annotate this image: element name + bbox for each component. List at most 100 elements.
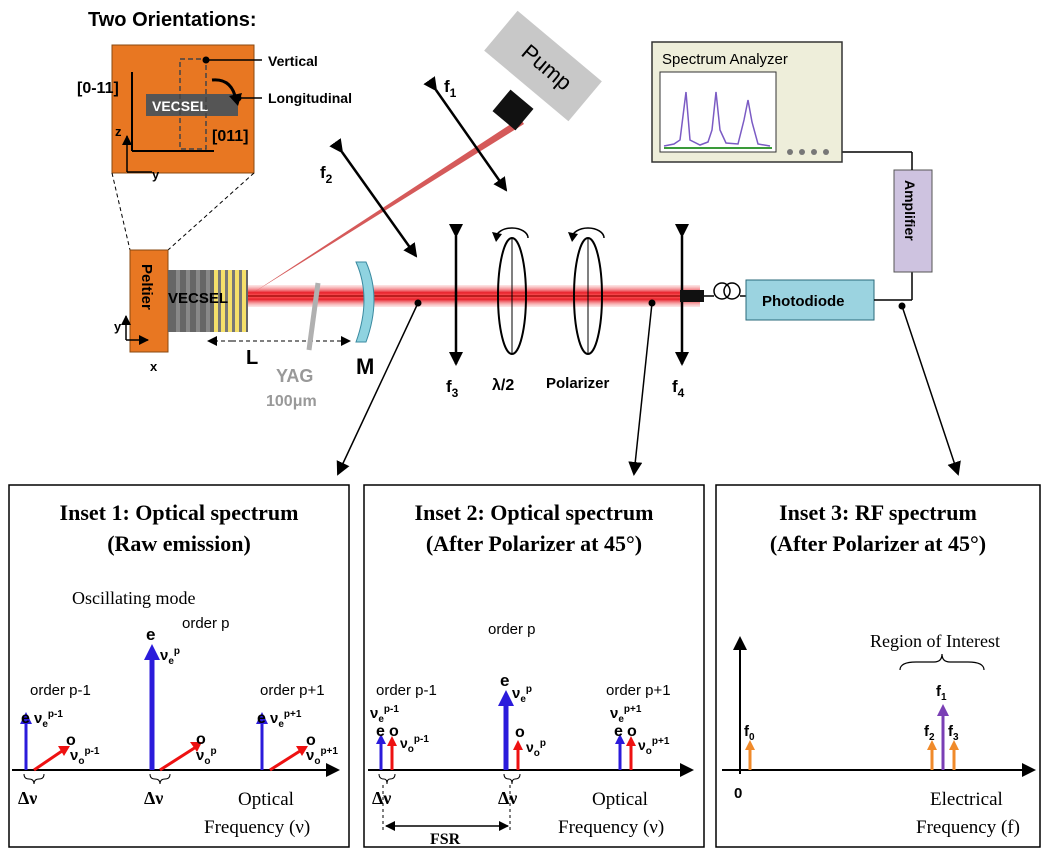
inset2-nu-e-p: νep xyxy=(512,684,532,705)
amplifier-label: Amplifier xyxy=(902,180,918,241)
half-wave-label: λ/2 xyxy=(492,377,514,394)
inset2-nu-e-pp1: νep+1 xyxy=(610,704,642,725)
vecsel-chip-vertical-dashed xyxy=(179,58,207,150)
inset2-nu-o-pm1: νop-1 xyxy=(400,734,429,755)
peltier-label: Peltier xyxy=(138,264,155,310)
mirror-label: M xyxy=(356,354,374,379)
inset1-e-pp1: e xyxy=(257,710,266,727)
inset1-nu-o-p: νop xyxy=(196,746,217,767)
fiber-coil xyxy=(713,282,731,300)
inset1-xlabel-2: Frequency (ν) xyxy=(204,817,310,838)
inset1-order-pm1: order p-1 xyxy=(30,682,91,699)
inset1-nu-e-p: νep xyxy=(160,646,180,667)
pump-head: Pump xyxy=(484,10,602,131)
inset3-f0-label: f0 xyxy=(744,723,755,743)
longitudinal-label: Longitudinal xyxy=(268,90,352,106)
inset2-title-2: (After Polarizer at 45°) xyxy=(426,531,642,556)
inset3-f2-label: f2 xyxy=(924,723,935,743)
inset1-nu-e-pm1: νep-1 xyxy=(34,709,63,730)
inset1-o-pp1: o xyxy=(306,732,316,749)
inset1-order-pp1: order p+1 xyxy=(260,682,325,699)
lens-f1-label: f1 xyxy=(444,77,457,100)
inset3-title-2: (After Polarizer at 45°) xyxy=(770,531,986,556)
output-mirror xyxy=(355,261,375,343)
inset3-f3-label: f3 xyxy=(948,723,959,743)
photodiode xyxy=(745,279,875,321)
axis-0-11-label: [0-11] xyxy=(77,80,119,97)
inset-2: Inset 2: Optical spectrum (After Polariz… xyxy=(363,484,705,848)
inset2-xlabel-2: Frequency (ν) xyxy=(558,817,664,838)
inset2-delta-nu-1: Δν xyxy=(372,788,391,808)
vecsel-chip-horizontal xyxy=(146,94,238,116)
photodiode-label: Photodiode xyxy=(762,293,845,310)
lens-f4-label: f4 xyxy=(672,377,685,400)
cavity-length-label: L xyxy=(246,347,258,369)
pump-beam xyxy=(248,118,524,296)
diagram-title: Two Orientations: xyxy=(88,9,257,31)
inset2-xlabel-1: Optical xyxy=(592,789,648,810)
inset1-nu-e-pp1: νep+1 xyxy=(270,709,302,730)
inset1-title-2: (Raw emission) xyxy=(107,531,251,556)
fiber-coupler xyxy=(680,290,704,302)
inset2-order-p: order p xyxy=(488,621,536,638)
inset1-title-1: Inset 1: Optical spectrum xyxy=(60,500,299,525)
inset2-order-pp1: order p+1 xyxy=(606,682,671,699)
inset2-delta-nu-2: Δν xyxy=(498,788,517,808)
inset1-nu-o-pp1: νop+1 xyxy=(306,746,338,767)
setup-y-axis-label: y xyxy=(114,319,122,334)
setup-x-axis-label: x xyxy=(150,359,158,374)
inset3-xlabel-2: Frequency (f) xyxy=(916,817,1020,838)
inset1-delta-nu-1: Δν xyxy=(18,788,37,808)
inset1-o-p: o xyxy=(196,731,206,748)
lens-f2 xyxy=(329,138,418,258)
inset2-e-pp1: e xyxy=(614,723,623,740)
inset3-zero-label: 0 xyxy=(734,785,742,802)
polarizer-label: Polarizer xyxy=(546,375,610,392)
inset3-roi-brace xyxy=(899,653,985,671)
inset1-delta-nu-2: Δν xyxy=(144,788,163,808)
inset1-oscillating-label: Oscillating mode xyxy=(72,588,195,608)
inset2-e-p: e xyxy=(500,671,509,690)
spectrum-analyzer: Spectrum Analyzer xyxy=(651,41,843,163)
yag-label: YAG xyxy=(276,366,313,386)
vertical-label: Vertical xyxy=(268,53,318,69)
z-axis-label: z xyxy=(115,124,122,139)
axis-011-label: [011] xyxy=(212,128,248,145)
inset1-nu-o-pm1: νop-1 xyxy=(70,746,100,767)
inset3-xlabel-1: Electrical xyxy=(930,789,1003,810)
yag-plate xyxy=(306,282,321,351)
lens-f3-label: f3 xyxy=(446,377,459,400)
inset2-o-p: o xyxy=(515,724,525,741)
lens-f1 xyxy=(423,76,508,192)
inset1-o-arrow-pp1 xyxy=(269,749,301,772)
inset1-o-arrow-pm1 xyxy=(33,749,63,772)
inset1-o-pm1: o xyxy=(66,732,76,749)
orientation-inset: VECSEL Vertical Longitudinal [0-11] [011… xyxy=(77,44,352,251)
peltier-block: Peltier y x xyxy=(114,249,169,374)
lens-f2-label: f2 xyxy=(320,163,333,186)
amplifier xyxy=(893,169,933,273)
inset1-xlabel-1: Optical xyxy=(238,789,294,810)
inset2-o-pm1: o xyxy=(389,723,399,740)
inset3-title-1: Inset 3: RF spectrum xyxy=(779,500,977,525)
inset2-fsr-label: FSR xyxy=(430,831,461,848)
analyzer-label: Spectrum Analyzer xyxy=(662,51,788,68)
yag-thickness-label: 100μm xyxy=(266,393,317,410)
inset2-title-1: Inset 2: Optical spectrum xyxy=(415,500,654,525)
vecsel-label: VECSEL xyxy=(168,290,228,307)
y-axis-label: y xyxy=(152,167,160,182)
inset3-roi-label: Region of Interest xyxy=(870,631,1000,651)
inset2-nu-e-pm1: νep-1 xyxy=(370,704,399,725)
inset1-o-arrow-p xyxy=(159,745,197,772)
inset2-nu-o-pp1: νop+1 xyxy=(638,736,670,757)
inset2-nu-o-p: νop xyxy=(526,738,546,759)
inset1-e-p: e xyxy=(146,625,155,644)
inset2-order-pm1: order p-1 xyxy=(376,682,437,699)
inset1-e-pm1: e xyxy=(21,710,30,727)
inset3-f1-label: f1 xyxy=(936,683,947,703)
inset2-o-pp1: o xyxy=(627,723,637,740)
inset-1: Inset 1: Optical spectrum (Raw emission)… xyxy=(8,484,350,848)
inset1-order-p: order p xyxy=(182,615,230,632)
inset-3: Inset 3: RF spectrum (After Polarizer at… xyxy=(715,484,1041,848)
